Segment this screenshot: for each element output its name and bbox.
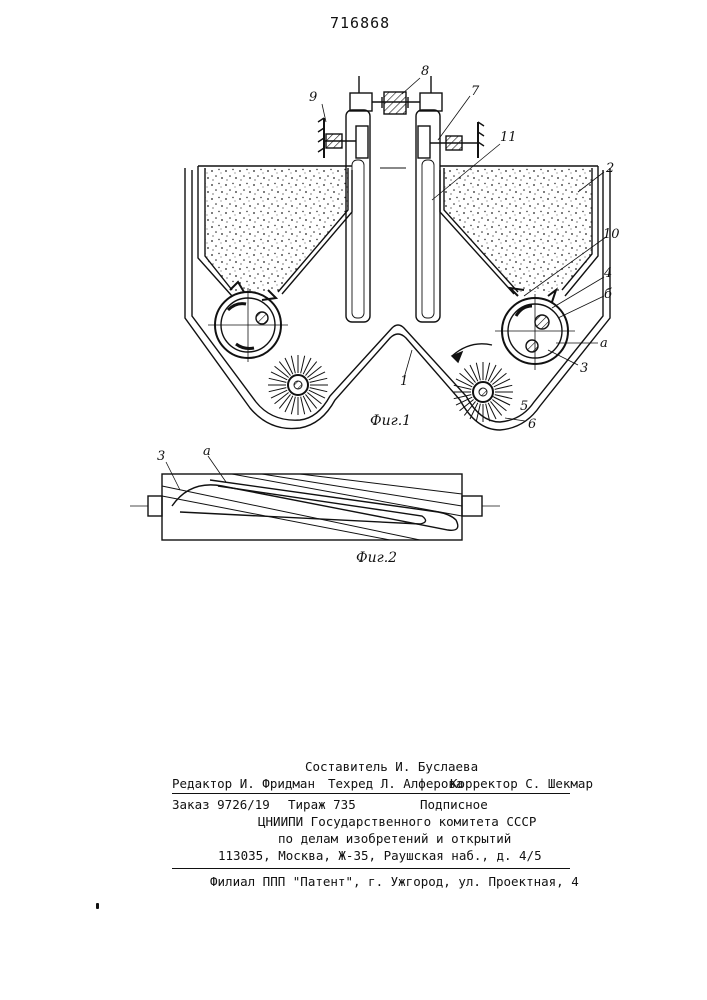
brush-bristle [291,356,295,374]
brush-bristle [305,362,316,376]
brush-bristle [495,395,513,399]
brush-bristle [279,394,290,408]
brush-bristle [454,385,472,389]
fig1-label-5: 5 [520,399,528,414]
brush-bristle [305,394,316,408]
crank-8 [372,92,420,114]
colophon-compiler: Составитель И. Буслаева [305,759,478,774]
right-tube [416,110,440,322]
brush-bristle [495,385,513,389]
brush-bristle [494,379,510,387]
brush-bristle [310,388,328,392]
brush-bristle [309,390,325,398]
colophon-techred: Техред Л. Алферова [328,776,463,791]
brush-bristle [303,358,311,374]
brush-bristle [476,363,480,381]
fig1-caption: Фиг.1 [370,413,411,429]
brush-bristle [303,396,311,412]
fig1-label-b: б [604,287,612,302]
brush-bristle [310,378,328,382]
colophon-institute-2: по делам изобретений и открытий [278,831,511,846]
brush-bristle [275,366,289,377]
right-shaft [462,496,482,516]
left-hopper-fill [205,168,348,292]
fig1-label-7: 7 [471,84,480,99]
brush-bristle [307,366,321,377]
fig1-label-4: 4 [603,266,612,281]
fig1-label-a: a [600,336,608,351]
brush-bristle [309,372,325,380]
brush-bristle [291,397,295,415]
brush-bristle [271,390,287,398]
fig1-label-3: 3 [580,361,588,376]
brush-bristle [470,365,478,381]
brush-bristle [269,378,287,382]
figure-2 [130,456,500,540]
colophon-editor: Редактор И. Фридман [172,776,315,791]
support-left [318,118,356,158]
drum-cylinder [162,474,462,540]
colophon-subscription: Подписное [420,797,488,812]
helical-groove-1 [172,480,458,530]
right-hopper-fill [444,168,592,292]
colophon-address: 113035, Москва, Ж-35, Раушская наб., д. … [218,848,542,863]
left-tube [346,110,370,322]
colophon-circulation: Тираж 735 [288,797,356,812]
brush-bristle [285,396,293,412]
colophon-rule-bottom [172,868,570,869]
colophon-institute-1: ЦНИИПИ Государственного комитета СССР [258,814,536,829]
fig2-label-3: 3 [157,449,165,464]
brush-bristle [307,392,321,403]
brush-bristle [490,369,501,383]
margin-mark [96,903,99,909]
fig1-label-8: 8 [421,64,429,79]
brush-bristle [301,397,305,415]
fig2-label-a: a [203,444,211,459]
figure-1 [185,76,610,430]
brush-bristle [271,372,287,380]
brush-bristle [279,362,290,376]
brush-bristle [275,392,289,403]
brush-bristle [492,399,506,410]
fig1-label-9: 9 [309,90,317,105]
colophon-rule-top [172,793,570,794]
left-shaft [148,496,162,516]
left-brush [288,375,308,395]
colophon-order: Заказ 9726/19 [172,797,270,812]
brush-bristle [285,358,293,374]
colophon-corrector: Корректор С. Шекмар [450,776,593,791]
brush-bristle [301,356,305,374]
brush-bristle [486,363,490,381]
brush-bristle [488,365,496,381]
fig1-label-11: 11 [500,130,517,145]
fig1-label-2: 2 [605,161,614,176]
right-brush [473,382,493,402]
brush-bristle [460,373,474,384]
brush-bristle [269,388,287,392]
fig1-label-1: 1 [400,374,408,389]
brush-bristle [476,404,480,422]
fig2-caption: Фиг.2 [356,550,397,566]
brush-bristle [490,401,501,415]
brush-bristle [488,403,496,419]
colophon-branch: Филиал ППП "Патент", г. Ужгород, ул. Про… [210,874,579,889]
brush-bristle [464,369,475,383]
brush-bristle [492,373,506,384]
fig1-label-6: 6 [528,417,536,432]
brush-bristle [456,379,472,387]
fig1-label-10: 10 [603,227,620,242]
